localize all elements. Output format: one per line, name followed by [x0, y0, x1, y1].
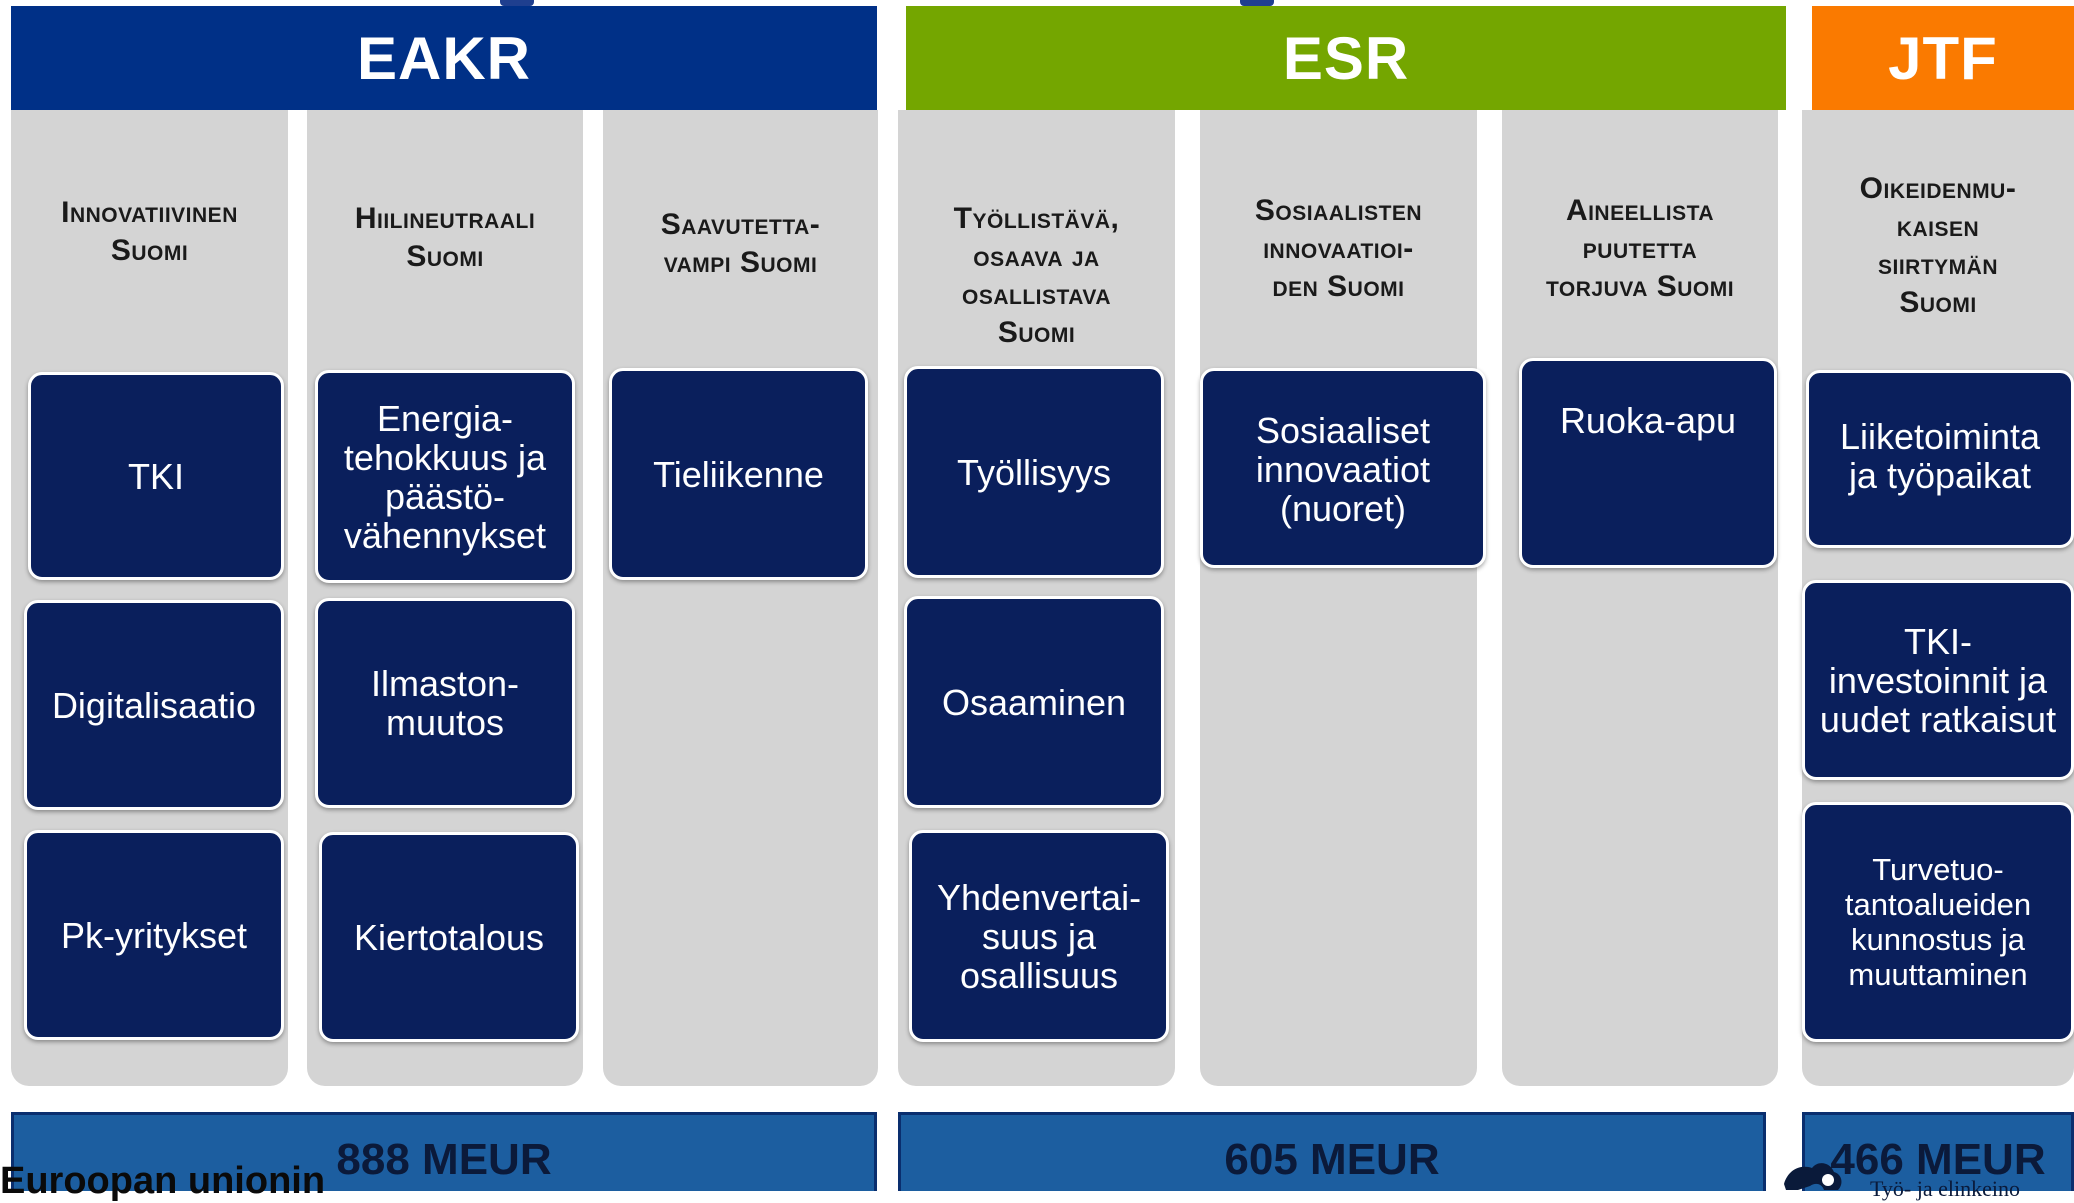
objective-box: Yhdenvertai- suus ja osallisuus	[909, 830, 1169, 1042]
objective-box: Liiketoiminta ja työpaikat	[1806, 370, 2074, 548]
objective-box: Tieliikenne	[609, 368, 868, 580]
objective-box: Turvetuo- tantoalueiden kunnostus ja muu…	[1802, 802, 2074, 1042]
column-saavutettavampi-suomi: Saavutetta- vampi Suomi Tieliikenne	[603, 110, 878, 1086]
title-fragment	[500, 0, 534, 6]
objective-box: Pk-yritykset	[24, 830, 284, 1040]
column-title: Hiilineutraali Suomi	[354, 202, 536, 273]
lion-crest-icon	[1784, 1163, 1842, 1190]
column-title: Aineellista puutetta torjuva Suomi	[1545, 194, 1735, 303]
column-tyollistava-suomi: Työllistävä, osaava ja osallistava Suomi…	[898, 110, 1175, 1086]
top-sliver	[0, 0, 2074, 6]
fund-header-jtf: JTF	[1812, 6, 2074, 110]
column-title: Työllistävä, osaava ja osallistava Suomi	[953, 202, 1120, 349]
objective-box: Ilmaston- muutos	[315, 598, 575, 808]
column-sosiaalisten-innovaatioiden-suomi: Sosiaalisten innovaatioi- den Suomi Sosi…	[1200, 110, 1486, 1086]
objective-box: Työllisyys	[904, 366, 1164, 578]
fund-header-esr: ESR	[906, 6, 1786, 110]
budget-eakr: 888 MEUR	[11, 1112, 877, 1191]
objective-box: Sosiaaliset innovaatiot (nuoret)	[1200, 368, 1486, 568]
fund-header-eakr: EAKR	[11, 6, 877, 110]
budget-jtf: 466 MEUR	[1802, 1112, 2074, 1191]
column-hiilineutraali-suomi: Hiilineutraali Suomi Energia- tehokkuus …	[307, 110, 583, 1086]
column-aineellista-puutetta-torjuva-suomi: Aineellista puutetta torjuva Suomi Ruoka…	[1502, 110, 1778, 1086]
objective-box: Ruoka-apu	[1519, 358, 1777, 568]
column-oikeudenmukaisen-siirtymän-suomi: Oikeidenmu- kaisen siirtymän Suomi Liike…	[1802, 110, 2074, 1086]
column-title: Sosiaalisten innovaatioi- den Suomi	[1254, 194, 1423, 303]
ministry-logo-text: Työ- ja elinkeino	[1870, 1176, 2020, 1201]
objective-box: Digitalisaatio	[24, 600, 284, 810]
objective-box: Energia- tehokkuus ja päästö- vähennykse…	[315, 370, 575, 583]
budget-esr: 605 MEUR	[898, 1112, 1766, 1191]
column-innovatiivinen-suomi: Innovatiivinen Suomi TKI Digitalisaatio …	[11, 110, 288, 1086]
objective-box: Kiertotalous	[319, 832, 579, 1042]
title-fragment	[1240, 0, 1274, 6]
column-title: Innovatiivinen Suomi	[61, 196, 238, 267]
eu-logo-text: Euroopan unionin	[0, 1160, 326, 1202]
column-title: Saavutetta- vampi Suomi	[660, 208, 821, 279]
objective-box: TKI- investoinnit ja uudet ratkaisut	[1802, 580, 2074, 780]
objective-box: TKI	[28, 372, 284, 580]
column-title: Oikeidenmu- kaisen siirtymän Suomi	[1859, 172, 2017, 319]
objective-box: Osaaminen	[904, 596, 1164, 808]
